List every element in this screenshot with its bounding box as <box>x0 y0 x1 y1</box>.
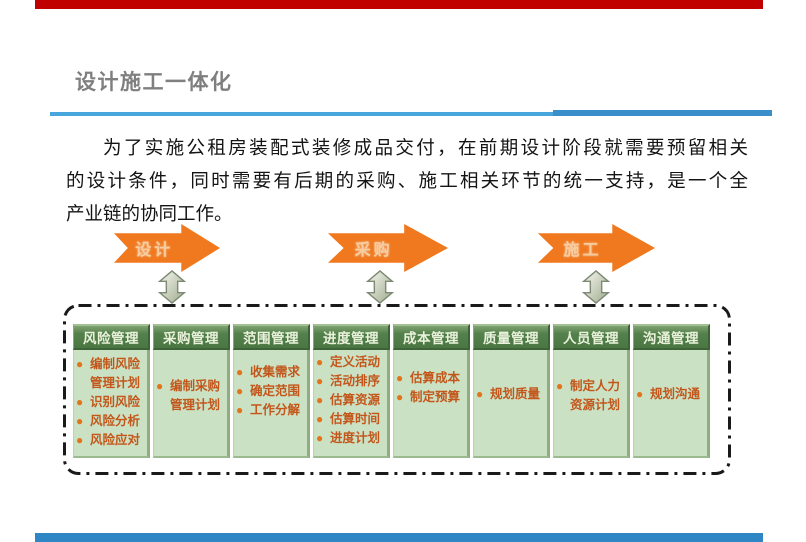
column-schedule-management: 进度管理 定义活动 活动排序 估算资源 估算时间 进度计划 <box>313 324 390 458</box>
updown-arrow-icon <box>157 270 187 304</box>
column-communication-management: 沟通管理 规划沟通 <box>633 324 710 458</box>
list-item: 编制采购管理计划 <box>156 377 226 415</box>
column-body: 编制采购管理计划 <box>153 350 230 458</box>
list-item: 规划质量 <box>476 385 546 404</box>
list-item: 估算成本 <box>396 369 466 388</box>
column-body: 定义活动 活动排序 估算资源 估算时间 进度计划 <box>313 350 390 458</box>
management-table: 风险管理 编制风险管理计划 识别风险 风险分析 风险应对 采购管理 编制采购管理… <box>73 324 710 458</box>
column-header: 范围管理 <box>233 324 310 350</box>
column-body: 收集需求 确定范围 工作分解 <box>233 350 310 458</box>
column-body: 编制风险管理计划 识别风险 风险分析 风险应对 <box>73 350 150 458</box>
list-item: 估算时间 <box>316 410 386 429</box>
column-cost-management: 成本管理 估算成本 制定预算 <box>393 324 470 458</box>
list-item: 工作分解 <box>236 401 306 420</box>
column-hr-management: 人员管理 制定人力资源计划 <box>553 324 630 458</box>
top-accent-bar <box>35 0 763 9</box>
list-item: 识别风险 <box>76 393 146 412</box>
process-arrow-design: 设计 <box>114 224 220 272</box>
slide-title: 设计施工一体化 <box>75 71 233 94</box>
column-header: 采购管理 <box>153 324 230 350</box>
intro-line-3: 产业链的协同工作。 <box>66 205 233 225</box>
list-item: 进度计划 <box>316 429 386 448</box>
item-list: 收集需求 确定范围 工作分解 <box>234 350 307 420</box>
right-arrow-icon <box>114 224 220 272</box>
item-list: 规划沟通 <box>634 350 707 404</box>
right-arrow-icon <box>328 224 448 272</box>
column-body: 规划沟通 <box>633 350 710 458</box>
column-header: 质量管理 <box>473 324 550 350</box>
list-item: 活动排序 <box>316 372 386 391</box>
list-item: 风险分析 <box>76 412 146 431</box>
intro-paragraph: 为了实施公租房装配式装修成品交付，在前期设计阶段就需要预留相关 的设计条件，同时… <box>66 133 748 232</box>
item-list: 定义活动 活动排序 估算资源 估算时间 进度计划 <box>314 350 387 448</box>
updown-arrow-icon <box>581 270 611 304</box>
column-header: 成本管理 <box>393 324 470 350</box>
column-quality-management: 质量管理 规划质量 <box>473 324 550 458</box>
item-list: 规划质量 <box>474 350 547 404</box>
arrow-label-construction: 施工 <box>563 242 602 259</box>
list-item: 定义活动 <box>316 353 386 372</box>
column-header: 人员管理 <box>553 324 630 350</box>
list-item: 确定范围 <box>236 382 306 401</box>
column-scope-management: 范围管理 收集需求 确定范围 工作分解 <box>233 324 310 458</box>
title-underline-dark <box>553 110 772 116</box>
process-arrow-construction: 施工 <box>538 224 655 272</box>
intro-line-2: 的设计条件，同时需要有后期的采购、施工相关环节的统一支持，是一个全 <box>66 172 748 192</box>
item-list: 编制采购管理计划 <box>154 350 227 415</box>
list-item: 收集需求 <box>236 363 306 382</box>
column-header: 沟通管理 <box>633 324 710 350</box>
arrow-label-procurement: 采购 <box>354 242 393 259</box>
list-item: 估算资源 <box>316 391 386 410</box>
column-body: 制定人力资源计划 <box>553 350 630 458</box>
list-item: 制定预算 <box>396 388 466 407</box>
item-list: 估算成本 制定预算 <box>394 350 467 407</box>
column-procurement-management: 采购管理 编制采购管理计划 <box>153 324 230 458</box>
list-item: 风险应对 <box>76 431 146 450</box>
column-header: 进度管理 <box>313 324 390 350</box>
right-arrow-icon <box>538 224 655 272</box>
process-arrow-procurement: 采购 <box>328 224 448 272</box>
column-body: 规划质量 <box>473 350 550 458</box>
column-risk-management: 风险管理 编制风险管理计划 识别风险 风险分析 风险应对 <box>73 324 150 458</box>
list-item: 编制风险管理计划 <box>76 355 146 393</box>
column-header: 风险管理 <box>73 324 150 350</box>
list-item: 制定人力资源计划 <box>556 377 626 415</box>
intro-line-1: 为了实施公租房装配式装修成品交付，在前期设计阶段就需要预留相关 <box>103 139 748 159</box>
list-item: 规划沟通 <box>636 385 706 404</box>
bottom-accent-bar <box>35 533 763 542</box>
item-list: 编制风险管理计划 识别风险 风险分析 风险应对 <box>74 350 147 450</box>
arrow-label-design: 设计 <box>135 242 174 259</box>
item-list: 制定人力资源计划 <box>554 350 627 415</box>
dashed-border <box>63 304 731 475</box>
title-underline-light <box>50 112 772 116</box>
column-body: 估算成本 制定预算 <box>393 350 470 458</box>
updown-arrow-icon <box>365 270 395 304</box>
